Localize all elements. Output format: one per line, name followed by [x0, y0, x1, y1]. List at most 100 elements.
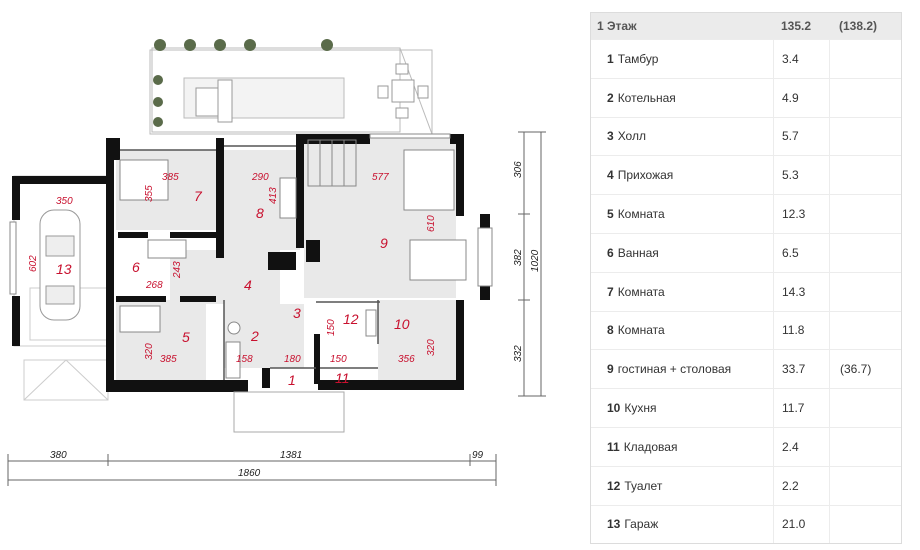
room-name: Туалет	[624, 478, 663, 493]
room-area: 11.8	[773, 311, 829, 350]
room-number: 1	[607, 51, 614, 66]
room-6-number: 6	[132, 259, 140, 275]
terrace-furniture	[195, 63, 429, 123]
dim-room12-depth: 150	[326, 319, 337, 336]
room-area-alt	[829, 233, 901, 272]
dim-right-mid: 382	[513, 249, 524, 266]
room-number: 9	[607, 362, 614, 377]
dim-bottom-mid: 1381	[280, 450, 302, 461]
room-3-number: 3	[293, 305, 301, 321]
room-name: Гараж	[624, 517, 659, 532]
room-7-number: 7	[194, 188, 203, 204]
floor-plan: 1 2 3 4 5 6 7 8 9 10 11 12 13 350 602 38…	[7, 39, 546, 486]
dim-right-top: 306	[513, 161, 524, 178]
room-12-number: 12	[343, 311, 359, 327]
room-number: 4	[607, 168, 614, 183]
garage	[13, 175, 111, 401]
room-13-number: 13	[56, 261, 72, 277]
room-4-number: 4	[244, 277, 252, 293]
room-number: 12	[607, 478, 621, 493]
partitions	[120, 145, 380, 380]
dim-room6-width: 268	[145, 280, 163, 291]
room-9-number: 9	[380, 235, 388, 251]
windows	[9, 133, 493, 295]
room-area: 3.4	[773, 40, 829, 78]
room-area-alt	[829, 311, 901, 350]
room-area: 2.4	[773, 427, 829, 466]
room-area: 33.7	[773, 350, 829, 389]
room-8-number: 8	[256, 205, 264, 221]
dim-room3-width: 180	[284, 354, 301, 365]
stairs	[307, 139, 357, 187]
room-5-number: 5	[182, 329, 190, 345]
room-area: 6.5	[773, 233, 829, 272]
room-10-number: 10	[394, 316, 410, 332]
table-header: 1 Этаж 135.2 (138.2)	[591, 13, 901, 39]
room-name: Кладовая	[623, 439, 678, 454]
terrace	[149, 47, 433, 135]
room-area: 14.3	[773, 272, 829, 311]
room-name: гостиная + столовая	[617, 362, 732, 377]
dim-bottom-left: 380	[50, 450, 67, 461]
dim-room10-depth: 320	[426, 339, 437, 356]
dim-room8-depth: 413	[268, 187, 279, 204]
room-area-alt	[829, 389, 901, 427]
dim-room11-width: 150	[330, 354, 347, 365]
dim-room9-width: 577	[372, 172, 389, 183]
dim-right-bottom: 332	[513, 345, 524, 362]
room-11-number: 11	[335, 370, 350, 386]
entrance	[233, 391, 345, 433]
room-name: Котельная	[617, 90, 676, 105]
room-number: 11	[607, 439, 620, 454]
room-area: 21.0	[773, 505, 829, 544]
floor-plan-drawing: 1 2 3 4 5 6 7 8 9 10 11 12 13 350 602 38…	[7, 39, 546, 486]
floor-area-alt: (138.2)	[839, 19, 878, 33]
room-area-alt	[829, 466, 901, 505]
room-name: Тамбур	[617, 51, 659, 66]
dim-room8-width: 290	[251, 172, 269, 183]
room-area-alt	[829, 78, 901, 117]
room-name: Холл	[617, 129, 646, 144]
dim-bottom-right: 99	[472, 450, 484, 461]
dim-room10-width: 356	[398, 354, 415, 365]
room-number: 3	[607, 129, 614, 144]
dim-room5-width: 385	[160, 354, 177, 365]
room-number: 2	[607, 90, 614, 105]
dim-room2-width: 158	[236, 354, 253, 365]
room-area: 11.7	[773, 389, 829, 427]
dim-room9-depth: 610	[426, 215, 437, 232]
dim-garage-width: 350	[56, 196, 73, 207]
room-area: 5.7	[773, 117, 829, 156]
dim-room7-width: 385	[162, 172, 179, 183]
dim-room6-depth: 243	[172, 261, 183, 279]
room-1-number: 1	[288, 372, 296, 388]
room-area: 12.3	[773, 195, 829, 233]
room-number: 6	[607, 245, 614, 260]
room-area-alt	[829, 156, 901, 195]
room-number: 13	[607, 517, 621, 532]
room-area-alt: (36.7)	[829, 350, 901, 389]
room-name: Комната	[617, 323, 665, 338]
room-name: Прихожая	[617, 168, 674, 183]
room-area-alt	[829, 40, 901, 78]
